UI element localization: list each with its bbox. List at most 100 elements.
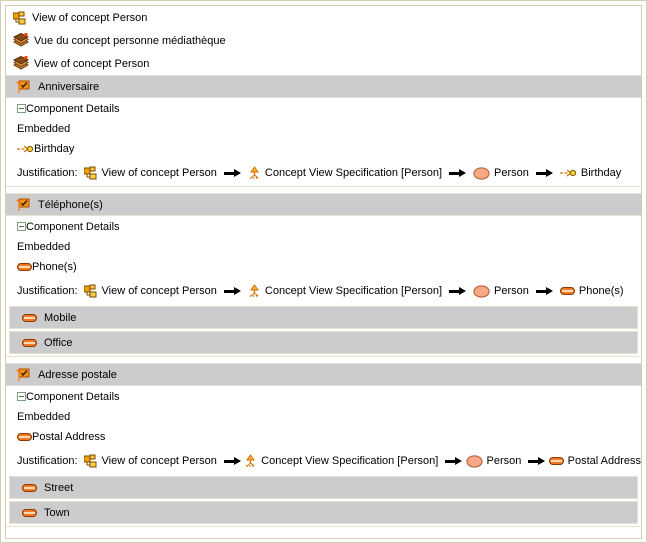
embedded-label: Embedded	[17, 240, 71, 253]
justification-row: Justification: View of concept Person Conc…	[6, 278, 641, 304]
attribute-label: Birthday	[34, 143, 75, 155]
justification-node-label: Person	[486, 455, 522, 467]
flow-arrow-icon	[223, 286, 241, 296]
justification-node[interactable]: Concept View Specification [Person]	[248, 165, 442, 181]
child-item[interactable]: Mobile	[9, 306, 638, 329]
section-header-label: Anniversaire	[38, 80, 100, 93]
child-item-label: Street	[44, 481, 74, 494]
attribute-row[interactable]: Postal Address	[6, 426, 641, 448]
embedded-row: Embedded	[6, 119, 641, 138]
justification-node-label: Concept View Specification [Person]	[261, 455, 439, 467]
embedded-label: Embedded	[17, 122, 71, 135]
attribute-bar-icon	[22, 483, 37, 493]
list-item-label: View of concept Person	[34, 57, 150, 70]
list-item[interactable]: View of concept Person	[6, 52, 641, 75]
component-details-toggle[interactable]: Component Details	[6, 98, 641, 119]
justification-node-label: View of concept Person	[101, 285, 217, 297]
list-item[interactable]: View of concept Person	[6, 6, 641, 29]
dependency-arrow-icon	[17, 144, 34, 154]
justification-label: Justification:	[17, 285, 78, 297]
flow-arrow-icon	[528, 456, 546, 466]
pin-check-icon	[16, 368, 31, 382]
flow-arrow-icon	[449, 168, 467, 178]
attribute-row[interactable]: Birthday	[6, 138, 641, 160]
generalization-icon	[248, 165, 261, 181]
justification-node[interactable]: Birthday	[559, 167, 622, 179]
justification-node[interactable]: Phone(s)	[559, 285, 624, 297]
attribute-label: Phone(s)	[32, 261, 77, 273]
child-item[interactable]: Town	[9, 501, 638, 524]
justification-node-label: Birthday	[580, 167, 622, 179]
component-details-toggle[interactable]: Component Details	[6, 386, 641, 407]
section-header-label: Adresse postale	[38, 368, 117, 381]
section-divider	[6, 526, 641, 533]
justification-label: Justification:	[17, 455, 78, 467]
list-item-label: View of concept Person	[32, 11, 148, 24]
justification-row: Justification: View of concept Person Conc…	[6, 160, 641, 186]
attribute-bar-icon	[17, 432, 32, 442]
embedded-row: Embedded	[6, 237, 641, 256]
attribute-row[interactable]: Phone(s)	[6, 256, 641, 278]
collapse-minus-icon	[17, 104, 26, 113]
justification-node[interactable]: Postal Address	[548, 455, 641, 467]
justification-node-label: View of concept Person	[101, 167, 217, 179]
flow-arrow-icon	[535, 286, 553, 296]
dependency-arrow-icon	[559, 168, 577, 178]
justification-row: Justification: View of concept Person Conc…	[6, 448, 641, 474]
section-divider	[6, 356, 641, 363]
justification-node[interactable]: View of concept Person	[83, 284, 217, 298]
concept-stack-icon	[13, 33, 29, 48]
attribute-bar-icon	[22, 338, 37, 348]
justification-node[interactable]: Person	[465, 454, 522, 468]
embedded-label: Embedded	[17, 410, 71, 423]
justification-node-label: View of concept Person	[101, 455, 217, 467]
justification-node[interactable]: View of concept Person	[83, 454, 217, 468]
child-item-label: Town	[44, 506, 70, 519]
child-item-label: Mobile	[44, 311, 77, 324]
child-item[interactable]: Street	[9, 476, 638, 499]
flow-arrow-icon	[223, 456, 242, 466]
justification-node[interactable]: Concept View Specification [Person]	[248, 283, 443, 299]
justification-node[interactable]: View of concept Person	[83, 166, 217, 180]
view-of-concept-icon	[83, 454, 98, 468]
flow-arrow-icon	[535, 168, 553, 178]
component-details-toggle[interactable]: Component Details	[6, 216, 641, 237]
list-item[interactable]: Vue du concept personne médiathèque	[6, 29, 641, 52]
child-item[interactable]: Office	[9, 331, 638, 354]
section-header-adresse-postale[interactable]: Adresse postale	[6, 363, 641, 386]
view-of-concept-icon	[83, 166, 98, 180]
view-of-concept-icon	[13, 11, 27, 25]
justification-node-label: Person	[494, 285, 529, 297]
section-header-anniversaire[interactable]: Anniversaire	[6, 75, 641, 98]
concept-stack-icon	[13, 56, 29, 71]
class-ellipse-icon	[465, 454, 483, 468]
class-ellipse-icon	[473, 166, 490, 180]
attribute-bar-icon	[17, 262, 32, 272]
pin-check-icon	[16, 198, 31, 212]
generalization-icon	[244, 453, 257, 469]
justification-node-label: Concept View Specification [Person]	[264, 285, 443, 297]
justification-node[interactable]: Person	[473, 166, 529, 180]
justification-label: Justification:	[17, 167, 78, 179]
attribute-bar-icon	[22, 313, 37, 323]
attribute-bar-icon	[559, 286, 575, 296]
class-ellipse-icon	[473, 284, 490, 298]
view-of-concept-icon	[83, 284, 98, 298]
collapse-minus-icon	[17, 392, 26, 401]
section-header-telephones[interactable]: Téléphone(s)	[6, 193, 641, 216]
justification-node[interactable]: Concept View Specification [Person]	[244, 453, 439, 469]
flow-arrow-icon	[445, 456, 463, 466]
list-item-label: Vue du concept personne médiathèque	[34, 34, 226, 47]
justification-node[interactable]: Person	[473, 284, 529, 298]
attribute-label: Postal Address	[32, 431, 106, 443]
justification-node-label: Person	[494, 167, 529, 179]
attribute-bar-icon	[548, 456, 564, 466]
